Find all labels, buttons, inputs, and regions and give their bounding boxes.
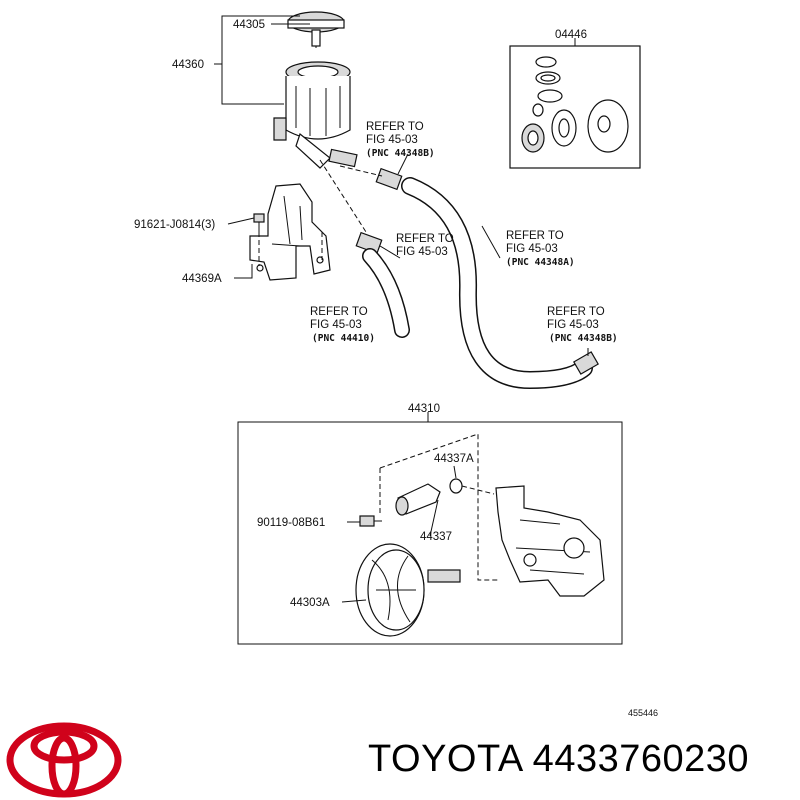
- svg-text:FIG 45-03: FIG 45-03: [366, 134, 418, 146]
- suction-hose-part[interactable]: [401, 177, 593, 390]
- callout-44337a: 44337A: [434, 453, 474, 465]
- svg-text:FIG 45-03: FIG 45-03: [547, 319, 599, 331]
- callout-44337: 44337: [420, 531, 452, 543]
- diagram-id: 455446: [628, 708, 658, 718]
- union-bolt-part[interactable]: [359, 515, 382, 527]
- svg-text:FIG 45-03: FIG 45-03: [506, 243, 558, 255]
- o-ring-part[interactable]: [449, 478, 463, 494]
- refer-note-2[interactable]: REFER TO FIG 45-03: [396, 233, 454, 258]
- callout-90119: 90119-08B61: [257, 517, 325, 529]
- callout-91621: 91621-J0814(3): [134, 219, 215, 231]
- refer-note-4[interactable]: REFER TO FIG 45-03 (PNC 44410): [310, 306, 375, 344]
- callout-44369a: 44369A: [182, 273, 222, 285]
- leader-lines: [214, 15, 589, 603]
- toyota-logo-icon: [6, 722, 122, 798]
- pulley-part[interactable]: [355, 543, 461, 637]
- svg-text:REFER TO: REFER TO: [366, 121, 424, 133]
- hose-clamp-part[interactable]: [355, 167, 599, 375]
- callout-04446: 04446: [555, 29, 587, 41]
- brand-part-number: TOYOTA 4433760230: [368, 738, 750, 780]
- svg-text:(PNC 44410): (PNC 44410): [312, 333, 375, 344]
- refer-note-5[interactable]: REFER TO FIG 45-03 (PNC 44348B): [547, 306, 618, 344]
- callout-44303a: 44303A: [290, 597, 330, 609]
- callout-44305: 44305: [233, 19, 265, 31]
- svg-text:(PNC 44348B): (PNC 44348B): [366, 148, 435, 159]
- svg-text:(PNC 44348B): (PNC 44348B): [549, 333, 618, 344]
- svg-text:REFER TO: REFER TO: [396, 233, 454, 245]
- pump-body-part[interactable]: [495, 485, 605, 597]
- callout-44310: 44310: [408, 403, 440, 415]
- svg-text:REFER TO: REFER TO: [547, 306, 605, 318]
- reservoir-cap-part[interactable]: [287, 11, 345, 48]
- return-hose-part[interactable]: [362, 248, 410, 338]
- refer-note-1[interactable]: REFER TO FIG 45-03 (PNC 44348B): [366, 121, 435, 159]
- refer-note-3[interactable]: REFER TO FIG 45-03 (PNC 44348A): [506, 230, 575, 268]
- callout-44360: 44360: [172, 59, 204, 71]
- svg-text:REFER TO: REFER TO: [506, 230, 564, 242]
- svg-text:FIG 45-03: FIG 45-03: [396, 246, 448, 258]
- svg-text:(PNC 44348A): (PNC 44348A): [506, 257, 575, 268]
- reservoir-tank-part[interactable]: [273, 61, 358, 169]
- pump-assembly-box: [237, 421, 623, 645]
- svg-text:FIG 45-03: FIG 45-03: [310, 319, 362, 331]
- bracket-part[interactable]: [249, 183, 331, 281]
- union-part[interactable]: [395, 483, 441, 516]
- svg-text:REFER TO: REFER TO: [310, 306, 368, 318]
- repair-kit-box[interactable]: [509, 45, 641, 169]
- bolt-part[interactable]: [253, 213, 265, 232]
